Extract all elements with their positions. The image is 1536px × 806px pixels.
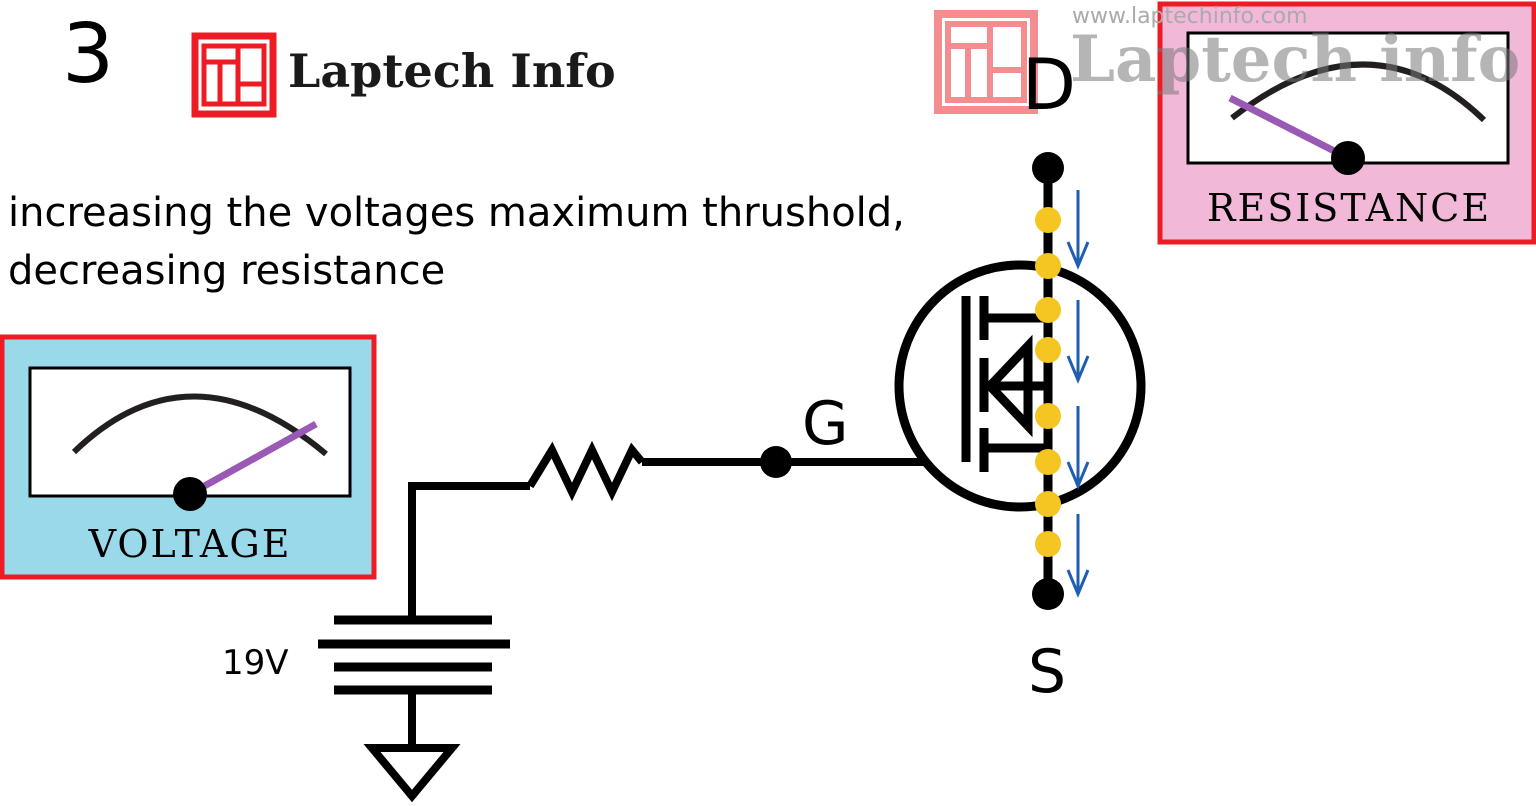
voltage-meter-label: VOLTAGE (88, 522, 292, 566)
battery-symbol (318, 615, 510, 695)
voltage-meter (0, 334, 377, 580)
brand-logo-icon (191, 32, 277, 118)
gate-node (760, 446, 792, 478)
resistance-needle-pivot (1331, 141, 1365, 175)
watermark-brand: Laptech info (1070, 22, 1521, 97)
gate-label: G (802, 389, 849, 459)
brand-name: Laptech Info (288, 44, 616, 98)
arrow-down-icon (1066, 406, 1090, 490)
caption: increasing the voltages maximum thrushol… (8, 184, 905, 300)
charge-dot (1035, 253, 1061, 279)
ground-icon (363, 744, 461, 803)
resistor (526, 440, 646, 502)
drain-label: D (1022, 44, 1076, 126)
current-flow-arrows (1066, 190, 1090, 598)
arrow-down-icon (1066, 514, 1090, 598)
charge-dot (1035, 337, 1061, 363)
circuit-wires (408, 440, 976, 752)
charge-carriers (1035, 207, 1061, 557)
mosfet-symbol (894, 168, 1146, 594)
caption-line-2: decreasing resistance (8, 248, 446, 294)
supply-voltage-label: 19V (222, 643, 289, 683)
arrow-down-icon (1066, 190, 1090, 270)
resistance-meter-label: RESISTANCE (1206, 186, 1492, 230)
mosfet-diode (983, 334, 1033, 438)
watermark-logo-icon (934, 10, 1038, 114)
charge-dot (1035, 207, 1061, 233)
watermark-url: www.laptechinfo.com (1072, 4, 1308, 29)
drain-node (1032, 152, 1064, 184)
arrow-down-icon (1066, 300, 1090, 384)
step-number: 3 (62, 7, 115, 102)
caption-line-1: increasing the voltages maximum thrushol… (8, 190, 905, 236)
resistance-meter (1157, 1, 1536, 245)
voltage-needle-pivot (173, 477, 207, 511)
source-node (1032, 578, 1064, 610)
charge-dot (1035, 491, 1061, 517)
charge-dot (1035, 403, 1061, 429)
voltage-needle (188, 420, 318, 498)
charge-dot (1035, 449, 1061, 475)
source-label: S (1028, 637, 1067, 707)
charge-dot (1035, 531, 1061, 557)
wire-battery-to-resistor (408, 482, 530, 616)
resistance-needle (1228, 94, 1350, 162)
charge-dot (1035, 297, 1061, 323)
